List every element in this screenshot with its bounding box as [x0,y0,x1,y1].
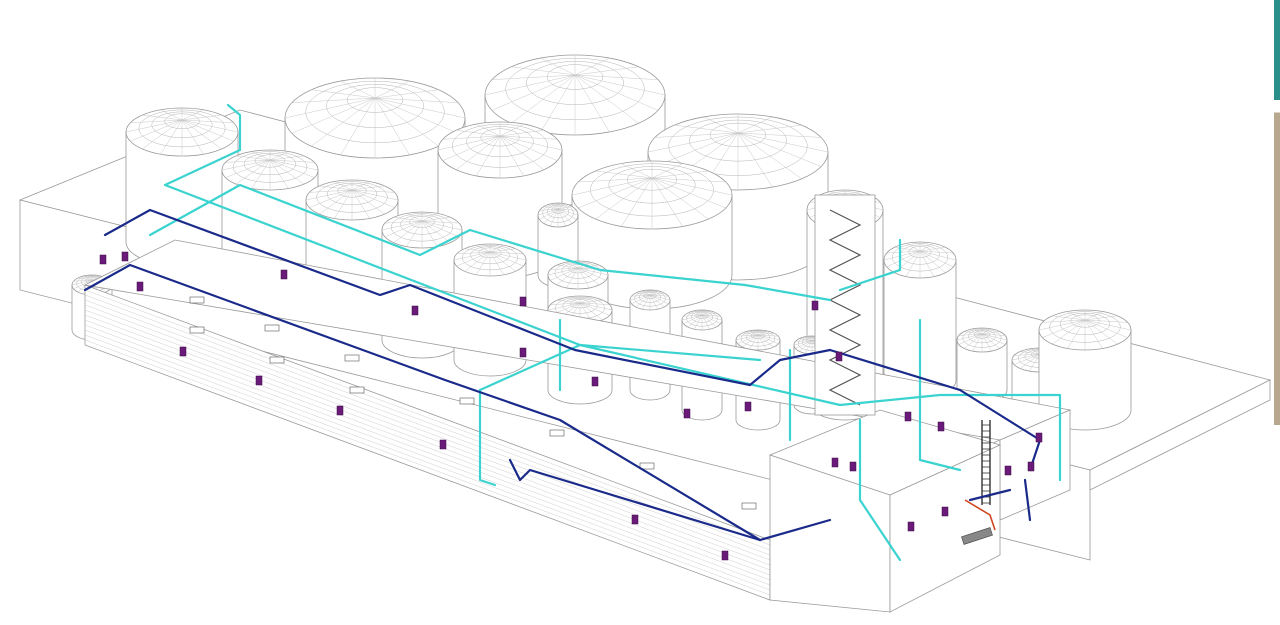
valve-cabinet-icon [1027,461,1035,472]
window-icon [344,354,360,362]
ladder [981,420,991,505]
window-icon [349,386,365,394]
valve-cabinet-icon [255,375,263,386]
valve-cabinet-icon [907,521,915,532]
valve-cabinet-icon [937,421,945,432]
water-pipe-run [478,343,1062,482]
pump-unit-icon [961,527,993,545]
valve-cabinet-icon [179,346,187,357]
hot-water-pipes [964,499,996,531]
window-icon [741,502,757,510]
sprinkler-pipe-run [103,208,832,387]
hot-water-pipe-run [964,499,996,531]
valve-cabinet-icon [519,347,527,358]
valve-cabinet-icon [904,411,912,422]
valve-cabinet-icon [336,405,344,416]
valve-cabinet-icon [849,461,857,472]
stair-steps [828,209,862,406]
valve-cabinet-icon [811,300,819,311]
sprinkler-pipe-run [1023,478,1032,522]
facade-lines [84,289,771,596]
valve-cabinet-icon [683,408,691,419]
valve-cabinet-icon [411,305,419,316]
water-pipe-run [478,388,497,487]
window-icon [639,462,655,470]
water-pipe-run [838,238,902,292]
valve-cabinet-icon [835,351,843,362]
window-icon [189,326,205,334]
sprinkler-pipes [83,208,1042,542]
stair-tower-icon [814,194,876,416]
valve-cabinet-icon [519,296,527,307]
storage-tank-icon [1038,309,1132,431]
valve-cabinet-icon [631,514,639,525]
water-pipe-run [918,318,962,472]
window-icon [549,429,565,437]
window-icon [264,324,280,332]
valve-cabinet-icon [1004,465,1012,476]
window-icon [459,397,475,405]
valve-cabinet-icon [941,506,949,517]
water-supply-pipes [148,103,1062,562]
water-pipe-run [148,183,832,302]
valve-cabinet-icon [1035,432,1043,443]
sprinkler-pipe-run [968,488,1012,502]
valve-cabinet-icon [99,254,107,265]
valve-cabinet-icon [136,281,144,292]
storage-tank-icon [437,121,563,279]
storage-tank-icon [484,54,666,206]
water-pipe-run [858,418,902,562]
sprinkler-pipe-run [828,348,1042,472]
valve-cabinet-icon [591,376,599,387]
edge-strip [1274,0,1280,625]
valve-cabinet-icon [280,269,288,280]
window-icon [269,356,285,364]
valve-cabinet-icon [121,251,129,262]
valve-cabinets [99,251,1043,561]
sprinkler-pipe-run [508,458,762,542]
valve-cabinet-icon [439,439,447,450]
window-icon [189,296,205,304]
valve-cabinet-icon [831,457,839,468]
water-pipe-run [163,103,762,362]
valve-cabinet-icon [721,550,729,561]
valve-cabinet-icon [744,401,752,412]
sprinkler-pipe-run [83,263,832,542]
